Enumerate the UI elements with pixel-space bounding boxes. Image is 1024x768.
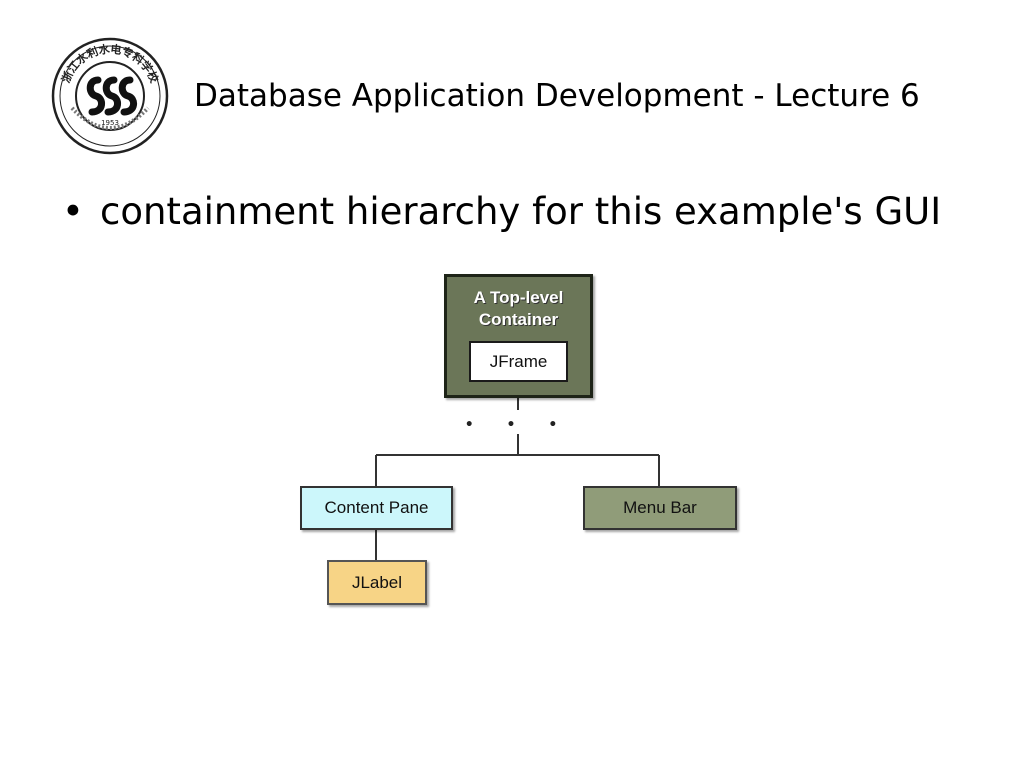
seal-year: 1953 xyxy=(101,119,119,127)
top-level-container-label: A Top-level Container xyxy=(473,288,564,329)
menu-bar-node: Menu Bar xyxy=(583,486,737,530)
bullet-item: • containment hierarchy for this example'… xyxy=(62,190,941,233)
slide-title: Database Application Development - Lectu… xyxy=(194,78,920,114)
university-seal-icon: 浙江水利水电专科学校 1953 xyxy=(51,37,169,155)
jframe-node: JFrame xyxy=(469,341,568,382)
bullet-dot: • xyxy=(62,190,84,233)
top-level-container-node: A Top-level Container JFrame xyxy=(444,274,593,398)
jlabel-node: JLabel xyxy=(327,560,427,605)
ellipsis-dots: • • • xyxy=(465,417,572,433)
university-logo: 浙江水利水电专科学校 1953 xyxy=(50,36,170,156)
content-pane-node: Content Pane xyxy=(300,486,453,530)
bullet-text: containment hierarchy for this example's… xyxy=(100,190,942,233)
